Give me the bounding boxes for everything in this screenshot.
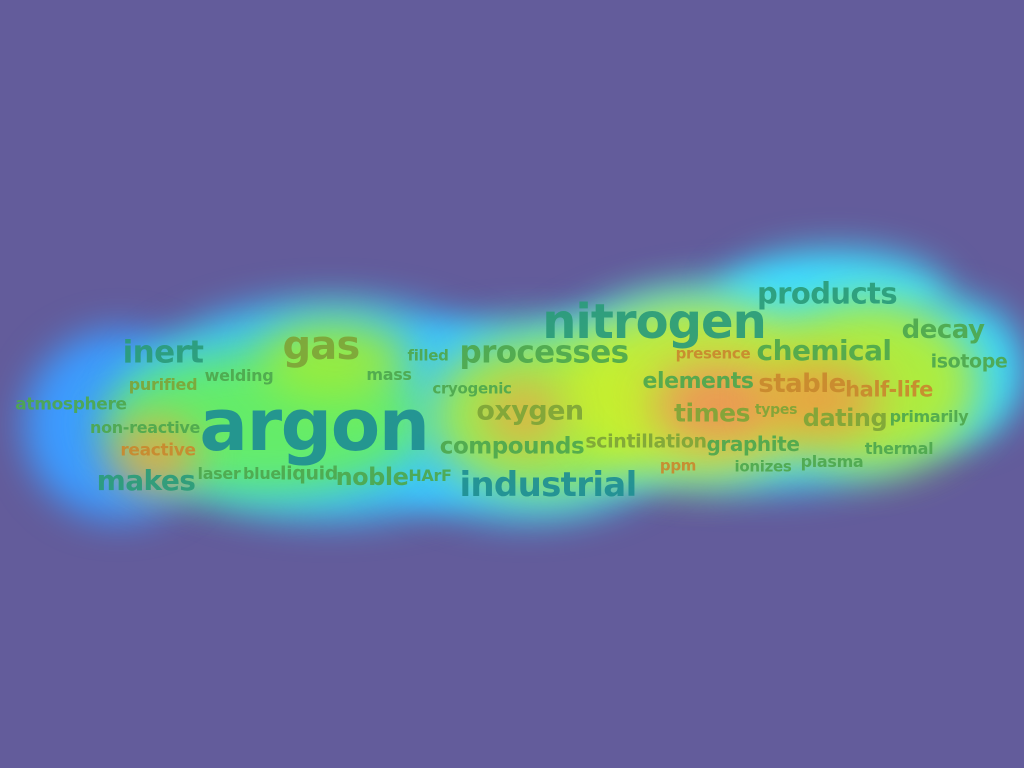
word-HArF: HArF	[408, 466, 452, 485]
word-inert: inert	[122, 334, 204, 371]
word-makes: makes	[96, 464, 196, 497]
word-noble: noble	[335, 463, 409, 491]
word-elements: elements	[642, 369, 754, 394]
word-half-life: half-life	[845, 377, 933, 402]
word-industrial: industrial	[459, 465, 637, 505]
word-chemical: chemical	[756, 334, 892, 367]
word-laser: laser	[197, 464, 241, 483]
word-isotope: isotope	[930, 350, 1008, 373]
word-purified: purified	[128, 375, 198, 394]
word-cryogenic: cryogenic	[432, 379, 512, 398]
word-liquid: liquid	[280, 462, 338, 485]
word-times: times	[674, 398, 750, 428]
word-scintillation: scintillation	[585, 430, 707, 453]
word-oxygen: oxygen	[476, 395, 584, 427]
word-decay: decay	[901, 315, 985, 345]
word-filled: filled	[407, 346, 449, 365]
word-thermal: thermal	[864, 439, 934, 458]
word-argon: argon	[199, 383, 430, 467]
word-plasma: plasma	[800, 452, 864, 471]
word-atmosphere: atmosphere	[15, 394, 127, 415]
word-ppm: ppm	[659, 456, 697, 475]
word-mass: mass	[366, 365, 412, 384]
word-presence: presence	[675, 344, 751, 363]
word-gas: gas	[282, 323, 360, 369]
word-blue: blue	[243, 464, 281, 483]
word-reactive: reactive	[120, 440, 196, 461]
word-stable: stable	[758, 369, 846, 399]
word-nitrogen: nitrogen	[542, 294, 767, 350]
word-products: products	[756, 276, 898, 311]
word-ionizes: ionizes	[734, 457, 792, 476]
word-primarily: primarily	[889, 407, 969, 426]
word-processes: processes	[459, 334, 630, 371]
word-non-reactive: non-reactive	[89, 418, 201, 437]
word-dating: dating	[802, 404, 888, 432]
word-types: types	[754, 402, 798, 418]
word-welding: welding	[204, 366, 274, 385]
word-graphite: graphite	[706, 432, 800, 456]
word-compounds: compounds	[439, 433, 585, 460]
